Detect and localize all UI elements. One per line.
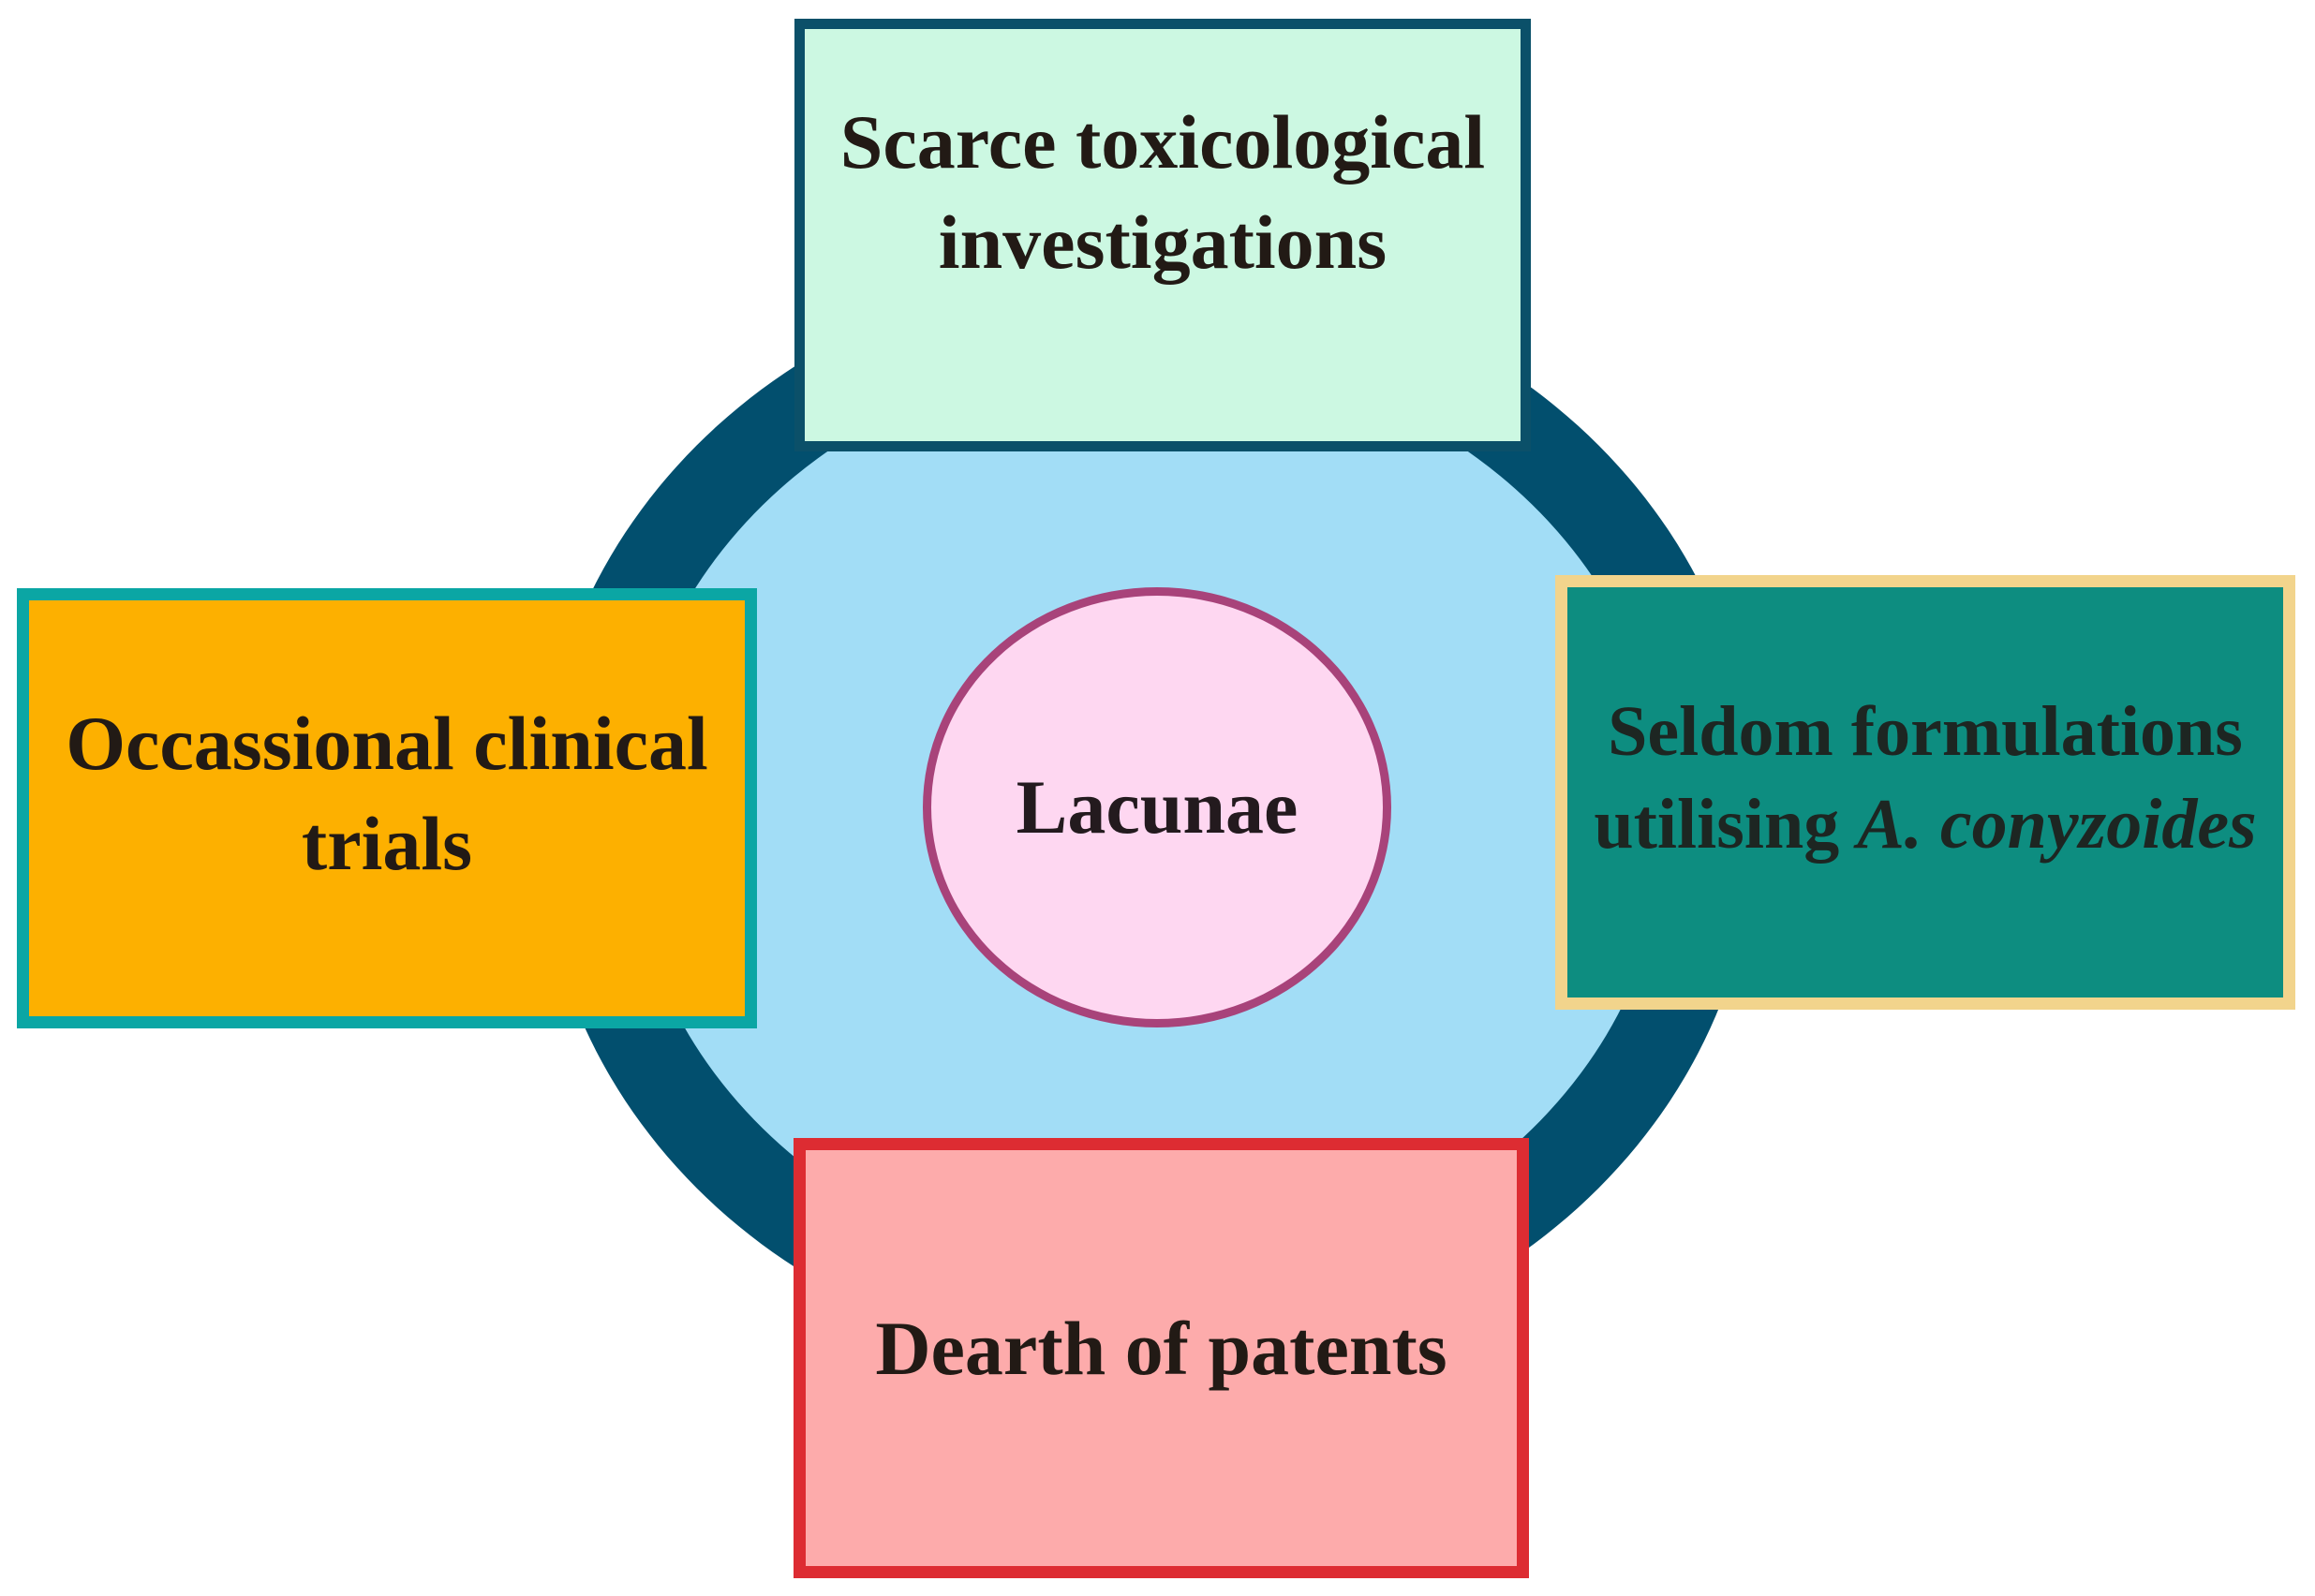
species-name: A. conyzoides [1857, 785, 2257, 864]
box-formulations-line1: Seldom formulations [1608, 692, 2243, 772]
box-clinical-trials: Occassional clinical trials [17, 588, 757, 1028]
box-formulations: Seldom formulations utilising A. conyzoi… [1555, 575, 2295, 1010]
box-patents-line1: Dearth of patents [875, 1305, 1447, 1391]
center-label: Lacunae [1016, 764, 1298, 850]
box-toxicological: Scarce toxicological investigations [794, 19, 1531, 451]
center-circle: Lacunae [923, 587, 1391, 1027]
box-patents: Dearth of patents [794, 1138, 1529, 1578]
box-toxicological-line2: investigations [938, 200, 1388, 285]
box-formulations-line2: utilising A. conyzoides [1594, 778, 2256, 871]
box-clinical-trials-line1: Occassional clinical [66, 701, 708, 787]
box-formulations-line2-prefix: utilising [1594, 785, 1858, 864]
box-clinical-trials-line2: trials [301, 801, 473, 886]
box-toxicological-line1: Scarce toxicological [839, 99, 1486, 185]
